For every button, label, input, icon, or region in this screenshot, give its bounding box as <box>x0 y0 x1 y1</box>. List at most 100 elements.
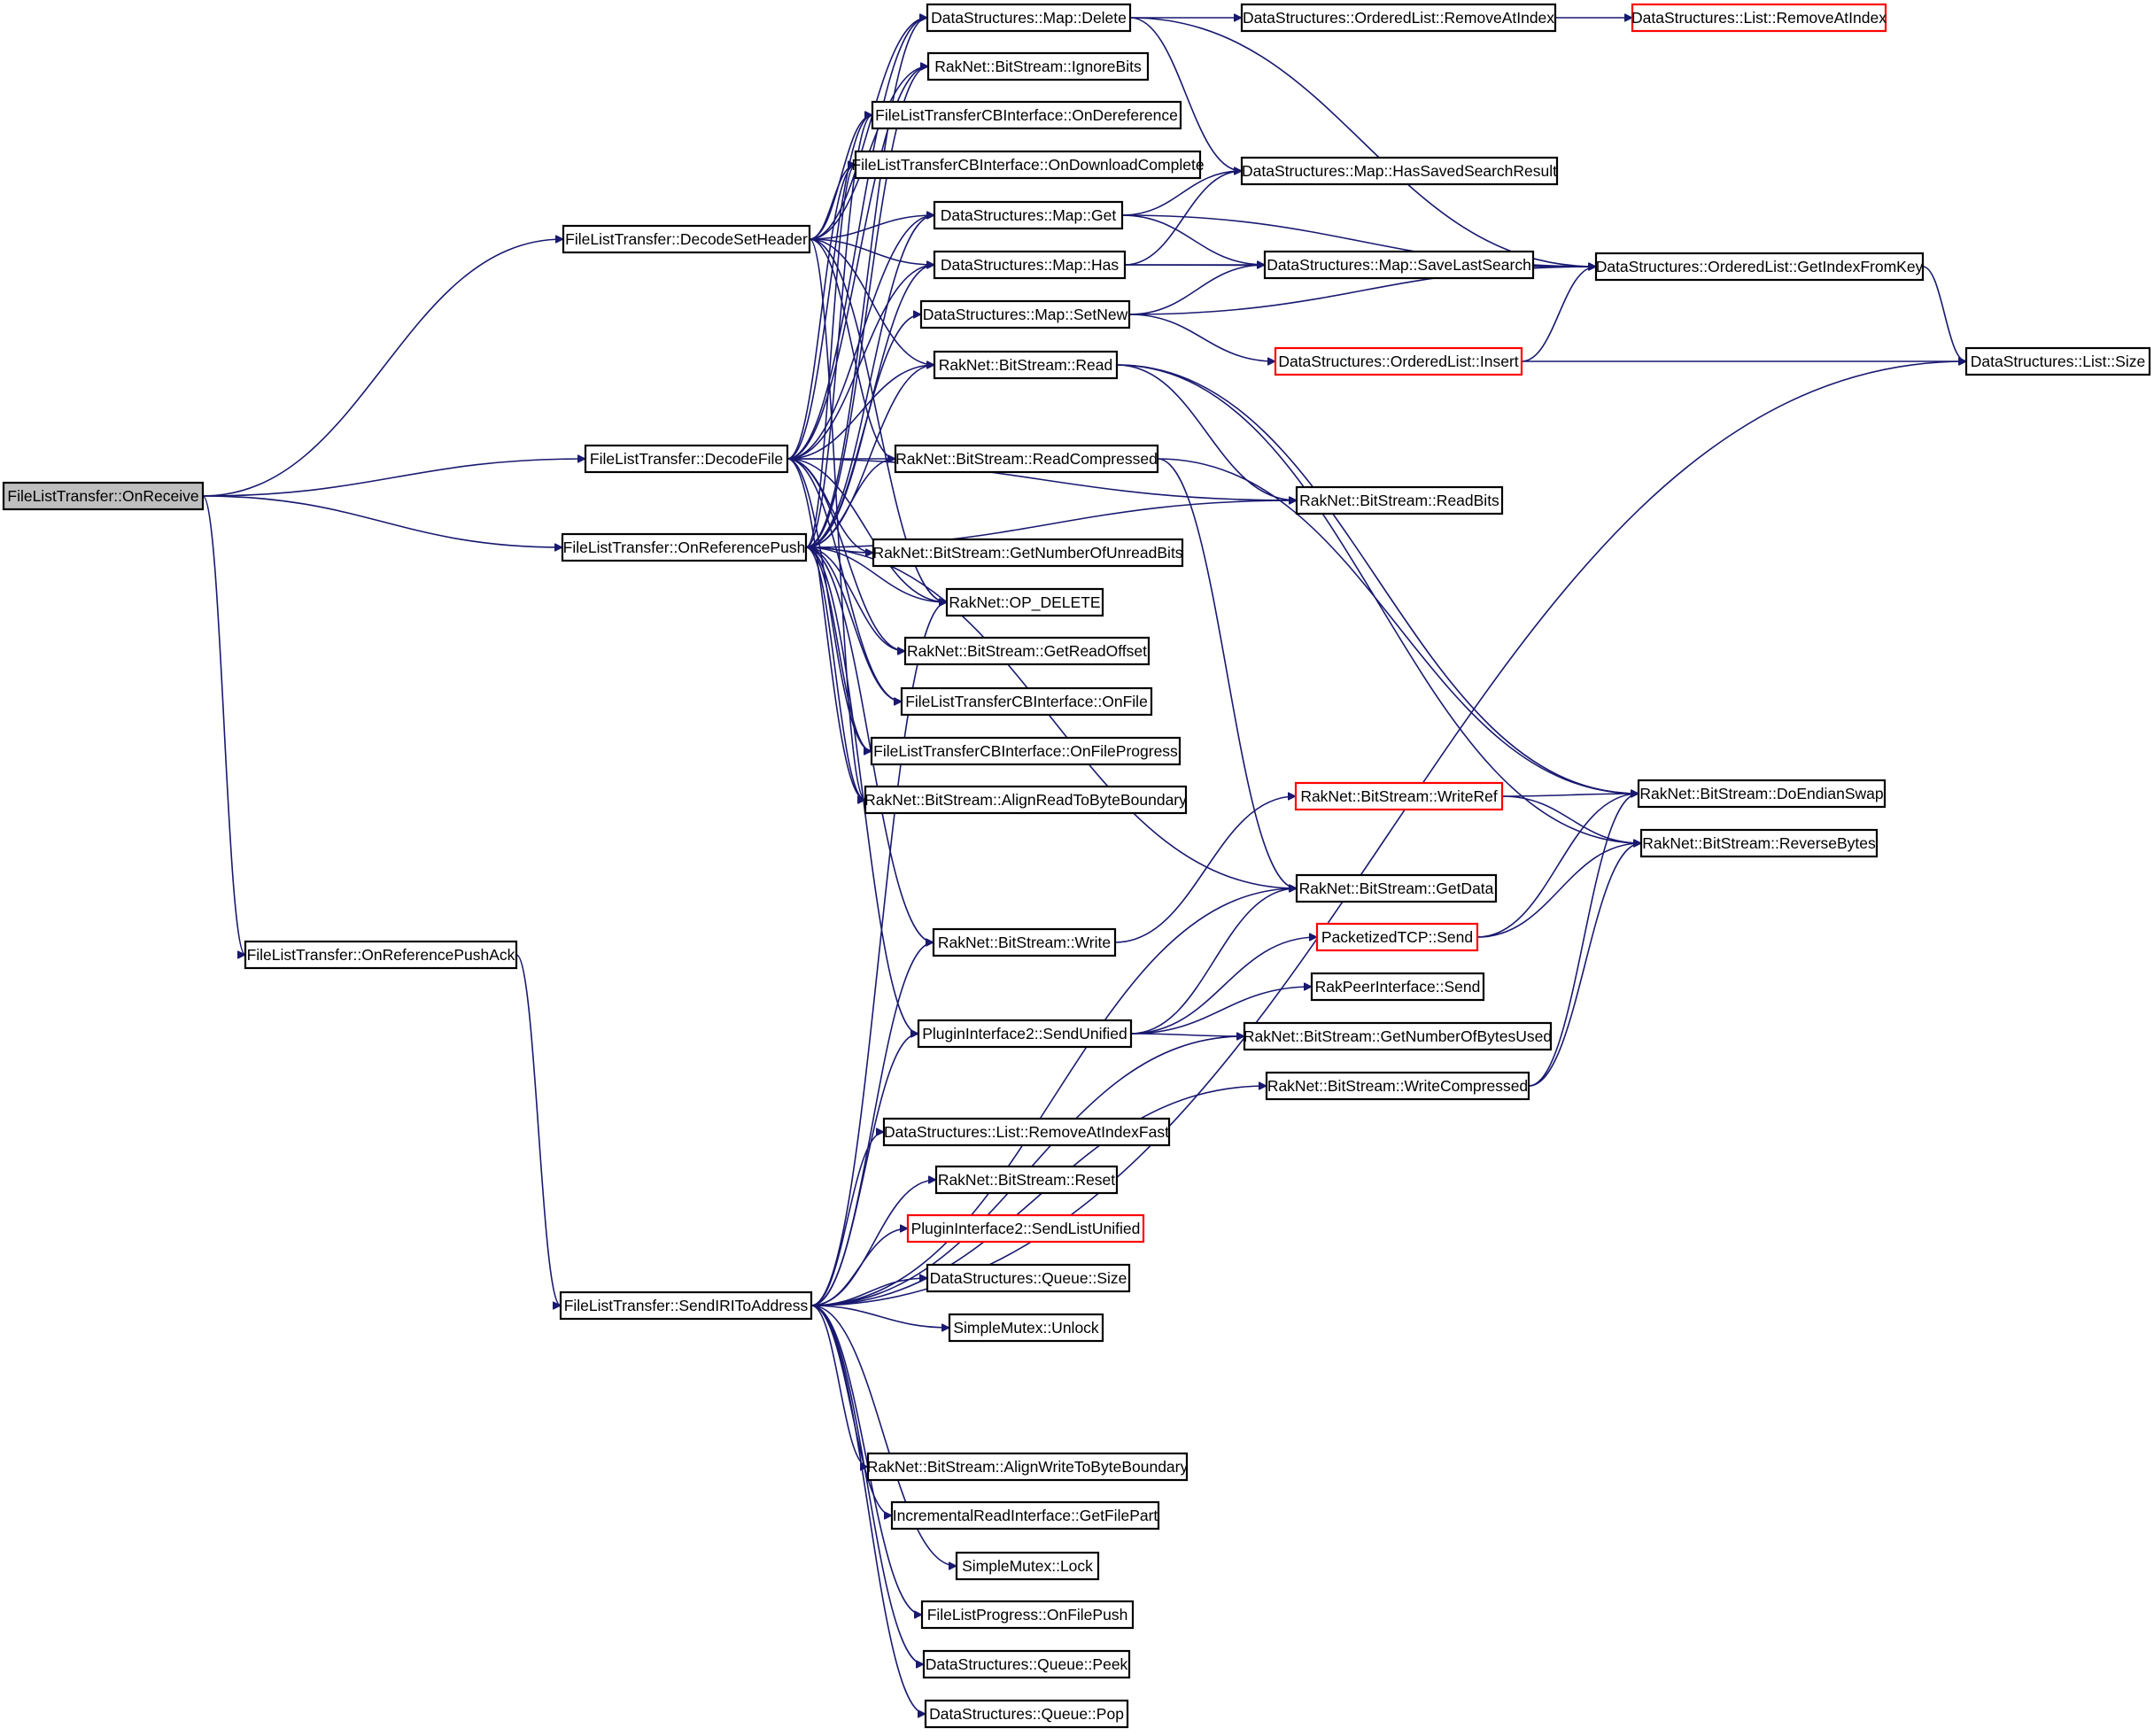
node-datastructures-map-setnew[interactable]: DataStructures::Map::SetNew <box>919 299 1131 329</box>
node-datastructures-queue-size[interactable]: DataStructures::Queue::Size <box>926 1263 1131 1293</box>
node-filelisttransfercbinterface-onfileprogress[interactable]: FileListTransferCBInterface::OnFileProgr… <box>870 736 1182 766</box>
node-datastructures-list-removeatindexfast[interactable]: DataStructures::List::RemoveAtIndexFast <box>882 1117 1171 1147</box>
node-datastructures-orderedlist-removeatindex[interactable]: DataStructures::OrderedList::RemoveAtInd… <box>1240 3 1557 33</box>
node-simplemutex-unlock[interactable]: SimpleMutex::Unlock <box>948 1313 1104 1343</box>
edge-path <box>805 66 929 548</box>
node-datastructures-queue-pop[interactable]: DataStructures::Queue::Pop <box>924 1699 1129 1729</box>
node-label: RakNet::BitStream::ReadCompressed <box>895 450 1158 468</box>
edge-path <box>786 165 856 460</box>
edge-ol_get_index-to-list_size <box>1922 266 1967 361</box>
node-datastructures-map-delete[interactable]: DataStructures::Map::Delete <box>926 3 1132 33</box>
edge-path <box>786 458 947 602</box>
node-datastructures-list-size[interactable]: DataStructures::List::Size <box>1964 346 2151 376</box>
edge-decode_set_header-to-bs_read <box>809 238 934 365</box>
node-raknet-bitstream-getnumberofunreadbits[interactable]: RakNet::BitStream::GetNumberOfUnreadBits <box>872 538 1184 568</box>
node-label: DataStructures::List::Size <box>1971 353 2145 370</box>
node-raknet-bitstream-readbits[interactable]: RakNet::BitStream::ReadBits <box>1295 485 1504 515</box>
edge-path <box>805 115 873 548</box>
node-filelisttransfer-onreceive[interactable]: FileListTransfer::OnReceive <box>2 481 205 511</box>
node-raknet-op-delete[interactable]: RakNet::OP_DELETE <box>945 587 1104 617</box>
node-filelistprogress-onfilepush[interactable]: FileListProgress::OnFilePush <box>920 1600 1135 1630</box>
edge-path <box>1128 314 1275 361</box>
edge-path <box>805 546 919 1034</box>
node-label: FileListTransfer::SendIRIToAddress <box>564 1297 809 1314</box>
node-label: RakNet::OP_DELETE <box>949 593 1100 612</box>
edge-send_irit-to-bs_get_data <box>810 888 1297 1306</box>
node-box <box>1637 779 1887 809</box>
node-filelisttransfer-decodesetheader[interactable]: FileListTransfer::DecodeSetHeader <box>562 224 811 254</box>
edge-send_irit-to-mutex_lock <box>810 1305 957 1566</box>
edge-bs_read_compressed-to-bs_endian_swap <box>1157 458 1639 794</box>
edge-on_receive-to-decode_file <box>202 459 585 497</box>
node-label: DataStructures::Queue::Size <box>930 1269 1127 1287</box>
edge-map_setnew-to-map_save_last <box>1128 265 1265 315</box>
node-simplemutex-lock[interactable]: SimpleMutex::Lock <box>955 1551 1100 1581</box>
node-raknet-bitstream-writecompressed[interactable]: RakNet::BitStream::WriteCompressed <box>1265 1071 1530 1101</box>
node-label: RakNet::BitStream::AlignWriteToByteBound… <box>867 1458 1189 1476</box>
node-plugininterface2-sendunified[interactable]: PluginInterface2::SendUnified <box>917 1019 1133 1049</box>
node-raknet-bitstream-getreadoffset[interactable]: RakNet::BitStream::GetReadOffset <box>903 636 1151 666</box>
node-packetizedtcp-send[interactable]: PacketizedTCP::Send <box>1315 922 1479 952</box>
edge-path <box>786 365 934 460</box>
edge-path <box>1130 1034 1244 1036</box>
node-datastructures-orderedlist-getindexfromkey[interactable]: DataStructures::OrderedList::GetIndexFro… <box>1594 252 1925 282</box>
node-box <box>906 1213 1145 1244</box>
edge-path <box>810 1034 919 1306</box>
node-filelisttransfer-decodefile[interactable]: FileListTransfer::DecodeFile <box>584 444 789 474</box>
node-raknet-bitstream-getdata[interactable]: RakNet::BitStream::GetData <box>1295 873 1498 903</box>
node-label: FileListTransfer::DecodeSetHeader <box>565 230 808 248</box>
node-datastructures-map-savelastsearch[interactable]: DataStructures::Map::SaveLastSearch <box>1263 250 1535 280</box>
node-datastructures-orderedlist-insert[interactable]: DataStructures::OrderedList::Insert <box>1274 346 1523 376</box>
node-box <box>894 444 1159 474</box>
node-raknet-bitstream-ignorebits[interactable]: RakNet::BitStream::IgnoreBits <box>926 51 1150 81</box>
edge-on_reference_push-to-on_file <box>805 546 903 701</box>
node-raknet-bitstream-write[interactable]: RakNet::BitStream::Write <box>932 927 1117 957</box>
edge-path <box>1121 214 1265 265</box>
edge-on_reference_push-to-send_unified <box>805 546 919 1034</box>
node-filelisttransfer-onreferencepushack[interactable]: FileListTransfer::OnReferencePushAck <box>244 940 518 970</box>
node-raknet-bitstream-doendianswap[interactable]: RakNet::BitStream::DoEndianSwap <box>1637 779 1887 809</box>
edge-path <box>1116 364 1641 843</box>
node-rakpeerinterface-send[interactable]: RakPeerInterface::Send <box>1310 972 1485 1002</box>
node-filelisttransfer-onreferencepush[interactable]: FileListTransfer::OnReferencePush <box>561 532 808 562</box>
node-box <box>920 1600 1135 1630</box>
edge-on_reference_push-to-map_setnew <box>805 314 921 548</box>
node-box <box>2 481 205 511</box>
node-raknet-bitstream-writeref[interactable]: RakNet::BitStream::WriteRef <box>1294 781 1504 811</box>
node-datastructures-map-has[interactable]: DataStructures::Map::Has <box>933 250 1127 280</box>
edge-ol_insert-to-ol_get_index <box>1521 267 1597 362</box>
node-raknet-bitstream-reversebytes[interactable]: RakNet::BitStream::ReverseBytes <box>1639 828 1879 858</box>
node-raknet-bitstream-getnumberofbytesused[interactable]: RakNet::BitStream::GetNumberOfBytesUsed <box>1243 1021 1553 1051</box>
edge-decode_file-to-map_has <box>786 265 934 460</box>
node-raknet-bitstream-alignreadtobyteboundary[interactable]: RakNet::BitStream::AlignReadToByteBounda… <box>864 785 1187 815</box>
node-box <box>933 250 1127 280</box>
node-incrementalreadinterface-getfilepart[interactable]: IncrementalReadInterface::GetFilePart <box>890 1500 1160 1531</box>
node-box <box>1631 3 1887 33</box>
edge-bs_read-to-bs_read_bits <box>1116 364 1297 500</box>
node-datastructures-queue-peek[interactable]: DataStructures::Queue::Peek <box>922 1649 1131 1679</box>
edge-path <box>805 314 921 548</box>
edge-on_reference_push-to-map_delete <box>805 18 928 548</box>
node-datastructures-map-hassavedsearchresult[interactable]: DataStructures::Map::HasSavedSearchResul… <box>1240 156 1559 186</box>
edge-path <box>810 1132 885 1306</box>
edge-on_reference_push-to-op_delete <box>805 546 947 602</box>
node-label: RakNet::BitStream::DoEndianSwap <box>1639 785 1883 802</box>
node-filelisttransfercbinterface-onfile[interactable]: FileListTransferCBInterface::OnFile <box>900 686 1153 717</box>
edge-path <box>805 546 903 701</box>
edge-decode_set_header-to-map_get <box>809 215 934 240</box>
node-label: DataStructures::Map::SaveLastSearch <box>1267 256 1531 274</box>
node-filelisttransfercbinterface-ondereference[interactable]: FileListTransferCBInterface::OnDereferen… <box>871 100 1182 130</box>
node-datastructures-list-removeatindex[interactable]: DataStructures::List::RemoveAtIndex <box>1631 3 1887 33</box>
node-raknet-bitstream-alignwritetobyteboundary[interactable]: RakNet::BitStream::AlignWriteToByteBound… <box>867 1452 1189 1482</box>
node-plugininterface2-sendlistunified[interactable]: PluginInterface2::SendListUnified <box>906 1213 1145 1244</box>
node-filelisttransfercbinterface-ondownloadcomplete[interactable]: FileListTransferCBInterface::OnDownloadC… <box>851 150 1205 180</box>
edge-bs_write-to-bs_write_ref <box>1114 796 1296 943</box>
edge-send_irit-to-queue_pop <box>810 1305 926 1714</box>
node-label: RakNet::BitStream::ReadBits <box>1299 492 1499 509</box>
node-datastructures-map-get[interactable]: DataStructures::Map::Get <box>933 200 1124 230</box>
node-raknet-bitstream-read[interactable]: RakNet::BitStream::Read <box>933 350 1119 380</box>
node-filelisttransfer-sendiritoaddress[interactable]: FileListTransfer::SendIRIToAddress <box>559 1290 813 1321</box>
edge-path <box>202 459 585 497</box>
node-raknet-bitstream-reset[interactable]: RakNet::BitStream::Reset <box>934 1165 1119 1195</box>
node-raknet-bitstream-readcompressed[interactable]: RakNet::BitStream::ReadCompressed <box>894 444 1159 474</box>
